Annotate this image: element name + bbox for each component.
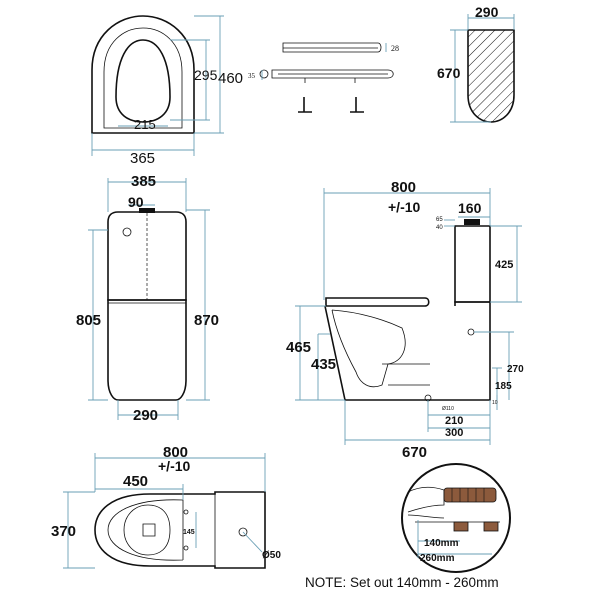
section-view: 290 670 <box>437 4 515 123</box>
set-out-max-label: 260mm <box>420 553 455 564</box>
front-pan-height-label: 805 <box>76 312 101 329</box>
outlet-height-label: 185 <box>495 381 512 392</box>
seat-offset-label: 35 <box>248 72 256 80</box>
section-width-label: 290 <box>475 4 499 20</box>
section-height-label: 670 <box>437 65 461 81</box>
set-out-min-label: 140mm <box>424 538 459 549</box>
side-view: 800 +/-10 160 65 40 425 465 435 270 185 … <box>286 179 524 461</box>
side-tiny-b-label: 10 <box>492 400 498 406</box>
set-out-note: NOTE: Set out 140mm - 260mm <box>305 575 499 590</box>
side-tiny-a-label: Ø110 <box>442 406 454 412</box>
plan-bowl-length-label: 450 <box>123 473 148 490</box>
waste-diameter-label: Ø50 <box>262 550 281 561</box>
front-base-width-label: 290 <box>133 407 158 424</box>
front-overall-height-label: 870 <box>194 312 219 329</box>
seat-inner-width-label: 215 <box>134 117 156 132</box>
side-tolerance-label: +/-10 <box>388 199 421 215</box>
seat-width-label: 365 <box>130 150 155 167</box>
fixing-spacing-label: 145 <box>183 529 195 536</box>
cistern-width-label: 385 <box>131 173 156 190</box>
seat-height-label: 460 <box>218 70 243 87</box>
side-small-a-label: 65 <box>436 217 443 223</box>
seat-side-view: 28 35 <box>248 42 399 113</box>
cistern-height-label: 425 <box>495 259 513 271</box>
set-out-detail: 140mm 260mm <box>401 463 511 573</box>
inlet-height-label: 270 <box>507 364 524 375</box>
side-base-depth-label: 670 <box>402 444 427 461</box>
cistern-depth-label: 160 <box>458 200 482 216</box>
side-small-b-label: 40 <box>436 225 443 231</box>
plan-view: 800 +/-10 450 370 145 Ø50 <box>51 444 281 569</box>
plan-tolerance-label: +/-10 <box>158 458 191 474</box>
side-projection-label: 800 <box>391 179 416 196</box>
outlet-a-label: 210 <box>445 415 463 427</box>
side-seat-height-label: 435 <box>311 356 336 373</box>
flush-width-label: 90 <box>128 194 144 210</box>
outlet-b-label: 300 <box>445 427 463 439</box>
seat-inner-height-label: 295 <box>194 67 218 83</box>
seat-thickness-label: 28 <box>391 44 399 53</box>
front-view: 385 90 870 805 290 <box>76 173 219 424</box>
plan-projection-label: 800 <box>163 444 188 461</box>
plan-width-label: 370 <box>51 523 76 540</box>
side-overall-height-label: 465 <box>286 339 311 356</box>
seat-top-view: 295 460 215 365 <box>91 15 243 167</box>
